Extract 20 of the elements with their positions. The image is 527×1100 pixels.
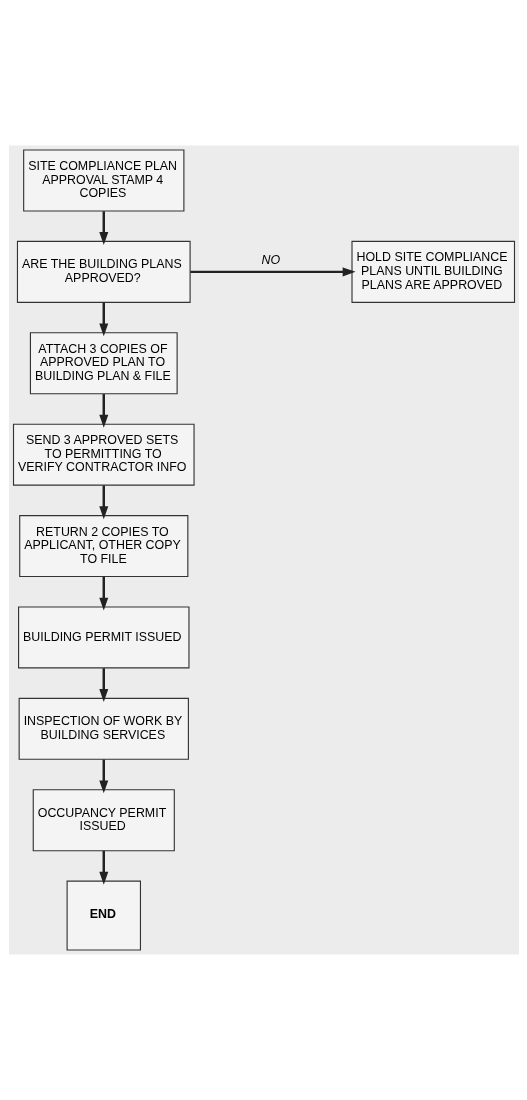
arrow [98, 485, 108, 520]
node-box: RETURN 2 COPIES TO APPLICANT, OTHER COPY TO FILE [18, 515, 188, 578]
arrow [98, 668, 108, 702]
node-box: HOLD SITE COMPLIANCE PLANS UNTIL BUILDING PLANS ARE APPROVED [350, 240, 515, 303]
node-box: BUILDING PERMIT ISSUED [17, 606, 190, 669]
edge-label: NO [260, 252, 280, 267]
node-box: OCCUPANCY PERMIT ISSUED [32, 789, 175, 852]
arrow [189, 267, 356, 277]
node-box: INSPECTION OF WORK BY BUILDING SERVICES [18, 697, 189, 760]
arrow [98, 394, 108, 428]
arrow [98, 211, 108, 245]
node-box: SEND 3 APPROVED SETS TO PERMITTING TO VERIFY CONTRACTOR INFO [12, 423, 195, 486]
node-box: ATTACH 3 COPIES OF APPROVED PLAN TO BUILDING PLAN & FILE [29, 332, 178, 395]
arrow [98, 302, 108, 337]
arrow [98, 850, 108, 885]
node-box: END [66, 880, 141, 951]
node-box: SITE COMPLIANCE PLAN APPROVAL STAMP 4 COPIES [22, 149, 184, 212]
arrow [98, 576, 108, 611]
node-box: ARE THE BUILDING PLANS APPROVED? [16, 240, 191, 303]
arrow [98, 759, 108, 794]
